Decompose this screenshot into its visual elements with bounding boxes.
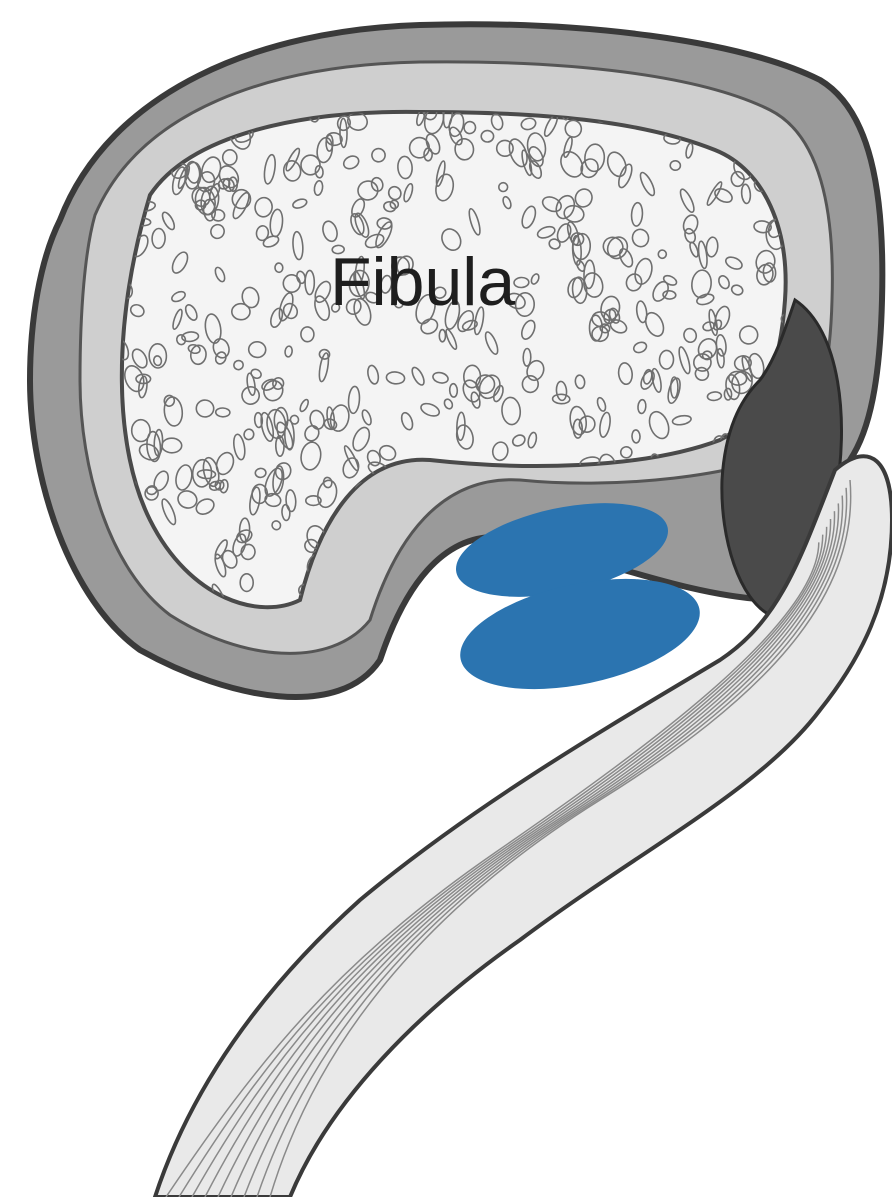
trabecula (418, 593, 433, 618)
bone-label: Fibula (330, 244, 515, 320)
trabecula (457, 595, 475, 622)
trabecula (460, 594, 474, 613)
